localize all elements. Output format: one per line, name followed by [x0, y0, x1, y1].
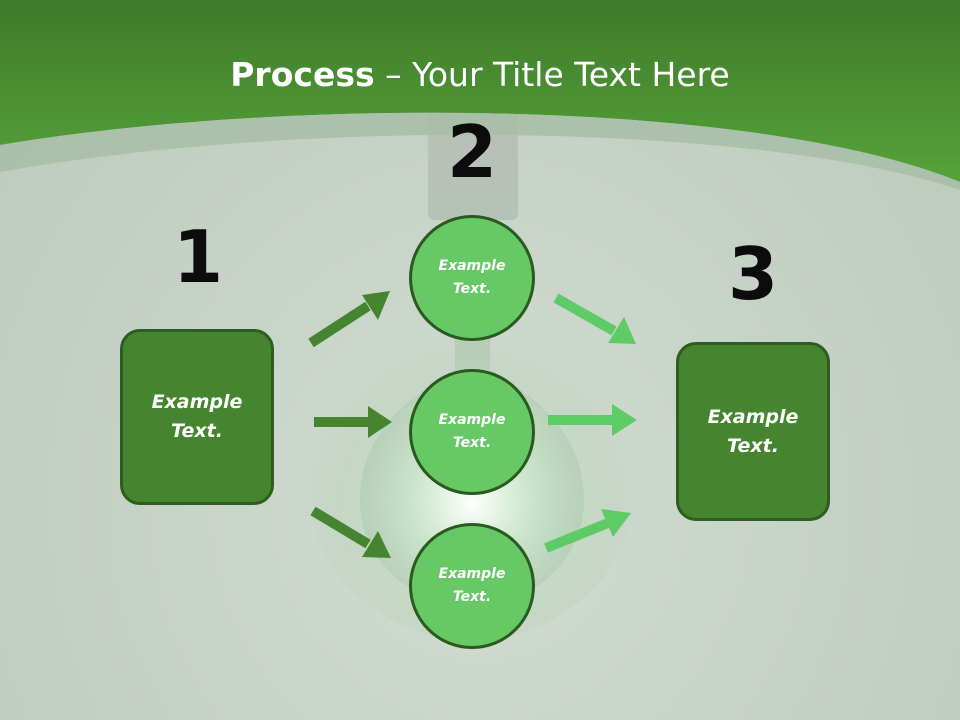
- step-number-2: 2: [446, 110, 498, 194]
- arrows-left: [308, 291, 392, 558]
- step-number-3: 3: [727, 232, 779, 316]
- header-swoosh: [0, 112, 960, 190]
- step-1-box: Example Text.: [120, 329, 274, 505]
- arrows-right: [544, 293, 637, 553]
- step-3-box: Example Text.: [676, 342, 830, 521]
- step-3-text: Example Text.: [707, 405, 799, 457]
- step-2-circle-middle: Example Text.: [409, 369, 535, 495]
- arrow-from-top-circle: [553, 293, 636, 344]
- header-band: [0, 0, 960, 182]
- step-2-circle-top: Example Text.: [409, 215, 535, 341]
- arrow-to-bottom-circle: [310, 506, 391, 558]
- arrow-to-top-circle: [308, 291, 390, 348]
- step-2-text-top: Example Text.: [438, 258, 506, 297]
- title-bold: Process: [230, 55, 375, 94]
- title-rest: – Your Title Text Here: [374, 55, 730, 94]
- step-2-text-bottom: Example Text.: [438, 566, 506, 605]
- step-2-circle-bottom: Example Text.: [409, 523, 535, 649]
- arrow-from-bottom-circle: [544, 509, 631, 553]
- slide-title: Process – Your Title Text Here: [0, 54, 960, 96]
- step-number-1: 1: [172, 215, 224, 299]
- arrow-from-middle-circle: [548, 404, 637, 436]
- arrow-to-middle-circle: [314, 406, 392, 438]
- step-1-text: Example Text.: [151, 391, 243, 442]
- step-2-text-middle: Example Text.: [438, 412, 506, 451]
